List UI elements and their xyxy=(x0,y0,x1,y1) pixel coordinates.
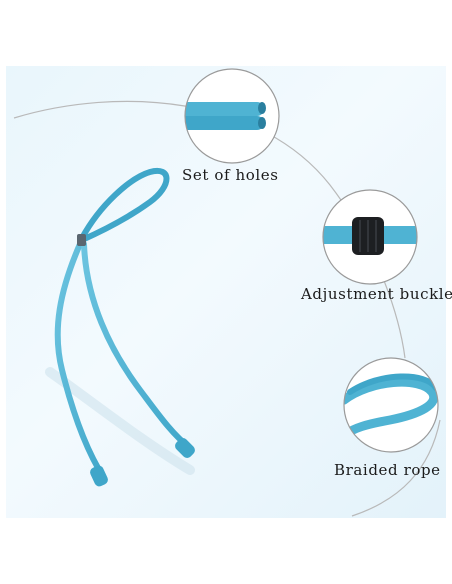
callout-holes-frame xyxy=(184,68,280,164)
label-set-of-holes: Set of holes xyxy=(182,166,279,184)
callout-holes-image xyxy=(185,69,279,163)
eyewear-strap xyxy=(54,167,193,481)
callout-buckle-image xyxy=(323,190,417,284)
connector-arc-lower xyxy=(351,419,441,517)
label-adjustment-buckle: Adjustment buckle xyxy=(301,285,452,303)
label-braided-rope: Braided rope xyxy=(334,461,441,479)
connector-arc xyxy=(13,100,406,359)
callout-rope-image xyxy=(344,358,438,452)
product-shadow xyxy=(45,367,195,475)
callout-buckle-frame xyxy=(322,189,418,285)
callout-rope-frame xyxy=(343,357,439,453)
rope-tip-right xyxy=(175,438,195,458)
strap-buckle xyxy=(77,234,86,246)
rope-tip-left xyxy=(90,465,108,487)
